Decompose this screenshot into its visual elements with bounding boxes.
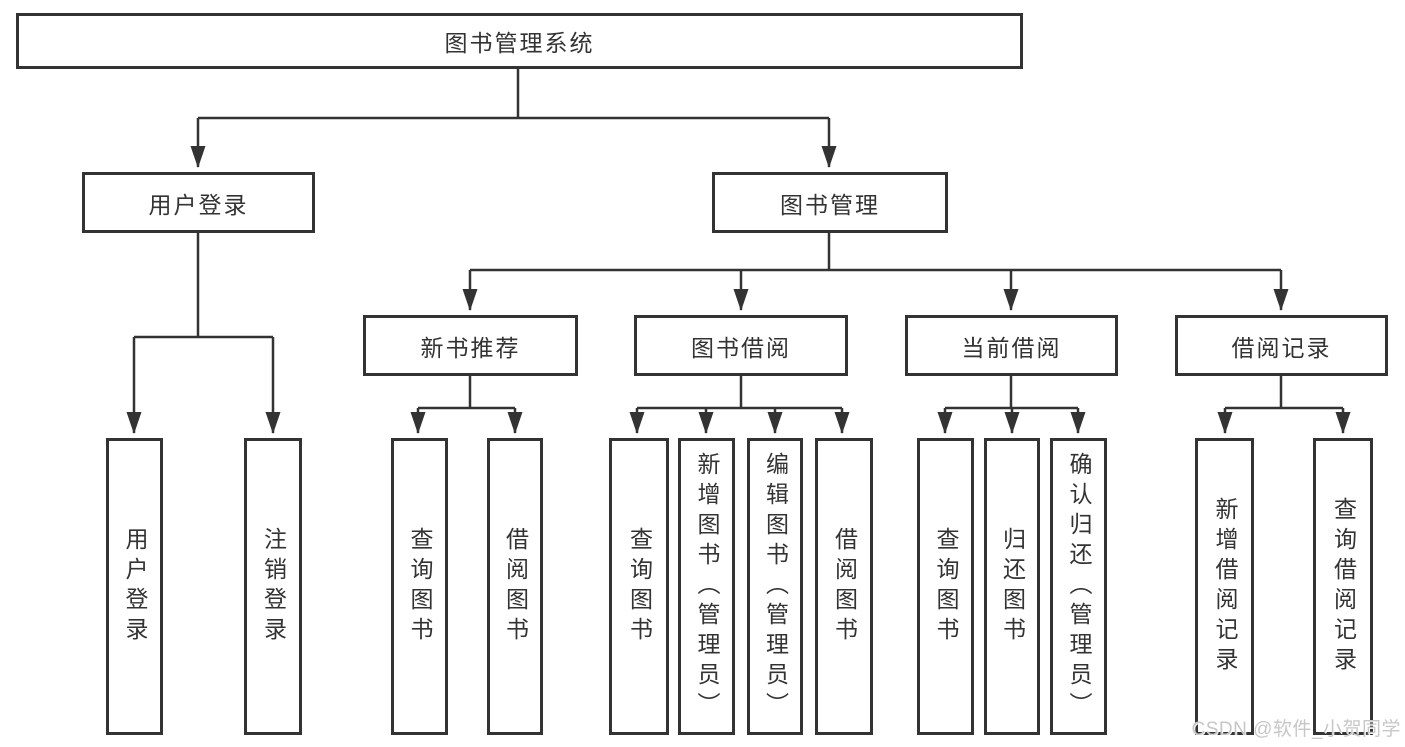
node-root: 图书管理系统 — [16, 13, 1023, 69]
leaf-nb-query-book-label: 查询图书 — [407, 526, 433, 647]
node-book-management: 图书管理 — [712, 172, 948, 233]
node-new-book-recommend: 新书推荐 — [363, 315, 578, 376]
leaf-br-add-record-label: 新增借阅记录 — [1212, 496, 1238, 677]
connector-current-borrow-children — [937, 376, 1086, 434]
node-borrow-record-label: 借阅记录 — [1231, 334, 1332, 361]
node-book-borrow-label: 图书借阅 — [691, 334, 791, 361]
csdn-watermark: CSDN @软件_小贺同学 — [1191, 719, 1401, 740]
leaf-cb-confirm-return-admin: 确认归还（管理员） — [1050, 438, 1107, 735]
node-user-login: 用户登录 — [82, 172, 315, 233]
node-book-management-label: 图书管理 — [780, 191, 880, 218]
leaf-user-login-label: 用户登录 — [122, 526, 148, 647]
connector-book-management-children — [462, 233, 1289, 311]
node-new-book-recommend-label: 新书推荐 — [420, 334, 521, 361]
connector-user-login-children — [126, 233, 281, 434]
leaf-br-query-record-label: 查询借阅记录 — [1330, 496, 1357, 677]
leaf-user-login: 用户登录 — [106, 438, 163, 735]
leaf-bb-add-book-admin: 新增图书（管理员） — [678, 438, 735, 735]
connector-borrow-record-children — [1217, 376, 1351, 434]
leaf-bb-edit-book-admin: 编辑图书（管理员） — [747, 438, 803, 735]
leaf-bb-add-book-admin-label: 新增图书（管理员） — [694, 451, 720, 722]
leaf-bb-query-book-label: 查询图书 — [626, 526, 653, 647]
leaf-bb-edit-book-admin-label: 编辑图书（管理员） — [762, 451, 789, 722]
leaf-logout-login-label: 注销登录 — [260, 526, 287, 647]
leaf-br-add-record: 新增借阅记录 — [1195, 438, 1254, 735]
node-current-borrow-label: 当前借阅 — [961, 334, 1062, 361]
leaf-cb-return-book-label: 归还图书 — [999, 526, 1026, 647]
leaf-cb-confirm-return-admin-label: 确认归还（管理员） — [1066, 451, 1092, 722]
node-borrow-record: 借阅记录 — [1175, 315, 1388, 376]
leaf-nb-borrow-book: 借阅图书 — [487, 438, 543, 735]
node-book-borrow: 图书借阅 — [634, 315, 848, 376]
leaf-bb-query-book: 查询图书 — [609, 438, 669, 735]
connector-root-to-level2 — [190, 69, 837, 168]
node-user-login-label: 用户登录 — [148, 191, 249, 218]
leaf-nb-query-book: 查询图书 — [391, 438, 448, 735]
node-root-label: 图书管理系统 — [444, 30, 595, 56]
leaf-cb-query-book-label: 查询图书 — [933, 526, 959, 647]
leaf-cb-query-book: 查询图书 — [917, 438, 974, 735]
leaf-nb-borrow-book-label: 借阅图书 — [502, 526, 529, 647]
leaf-br-query-record: 查询借阅记录 — [1313, 438, 1373, 735]
leaf-bb-borrow-book: 借阅图书 — [815, 438, 873, 735]
leaf-logout-login: 注销登录 — [244, 438, 302, 735]
leaf-bb-borrow-book-label: 借阅图书 — [831, 526, 858, 647]
node-current-borrow: 当前借阅 — [905, 315, 1118, 376]
connector-book-borrow-children — [629, 376, 850, 434]
connector-new-book-children — [410, 376, 523, 434]
leaf-cb-return-book: 归还图书 — [984, 438, 1040, 735]
